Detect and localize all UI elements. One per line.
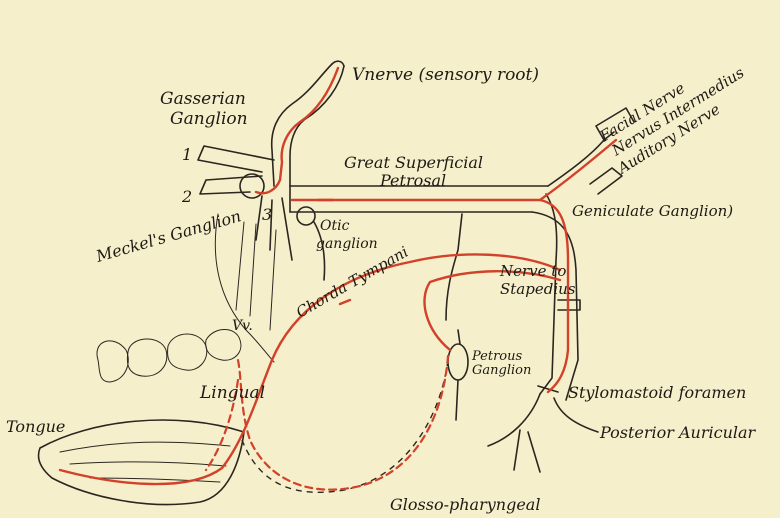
vv-label: Vv.	[232, 318, 253, 334]
tongue	[39, 420, 245, 504]
otic-ganglion-label: ganglion	[316, 236, 378, 252]
meckels-ganglion-knot	[240, 174, 264, 198]
glosso-pharyngeal-loop	[242, 360, 448, 492]
stylomastoid-label: Stylomastoid foramen	[568, 383, 746, 402]
labels: Vnerve (sensory root) Gasserian Ganglion…	[6, 63, 757, 514]
lingual-label: Lingual	[199, 383, 265, 403]
v-nerve-label: Vnerve (sensory root)	[352, 65, 539, 85]
posterior-auricular-label: Posterior Auricular	[599, 423, 757, 442]
nerve-to-label: Nerve to	[499, 262, 566, 280]
petrous-ganglion-label: Ganglion	[472, 363, 531, 378]
tongue-label: Tongue	[6, 417, 65, 436]
petrous-ganglion	[448, 330, 468, 420]
stapedius-label: Stapedius	[500, 280, 576, 298]
num-1-label: 1	[182, 145, 192, 164]
great-superficial-label: Great Superficial	[344, 153, 483, 172]
chorda-tympani-label: Chorda Tympani	[293, 243, 412, 322]
meckels-label: Meckel's Ganglion	[93, 206, 243, 266]
petrous-label: Petrous	[471, 349, 522, 364]
petrosal-label: Petrosal	[379, 171, 446, 190]
gasserian-label: Gasserian	[160, 89, 246, 109]
posterior-auricular-roots	[488, 394, 598, 472]
num-3-label: 3	[262, 205, 272, 224]
glosso-pharyngeal-label: Glosso-pharyngeal	[390, 495, 540, 514]
num-2-label: 2	[181, 187, 192, 206]
ganglion-label: Ganglion	[170, 109, 248, 129]
chorda-trunk	[446, 214, 462, 320]
geniculate-label: Geniculate Ganglion)	[572, 202, 733, 220]
otic-label: Otic	[320, 218, 350, 234]
